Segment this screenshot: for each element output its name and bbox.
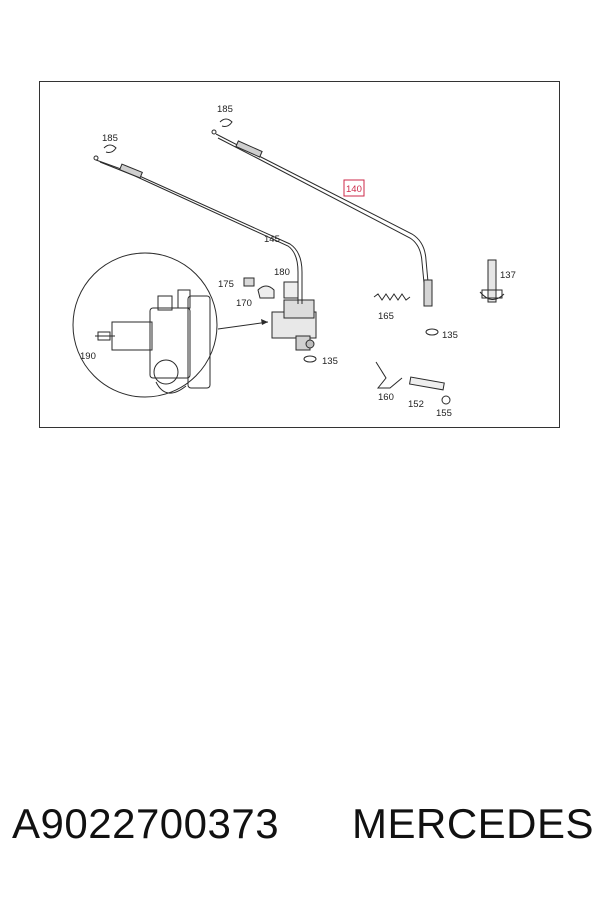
- callout-135-valve: 135: [322, 356, 338, 367]
- magnified-valve: [95, 289, 211, 394]
- bracket-170: [257, 285, 275, 299]
- rod-137: [479, 259, 505, 303]
- callout-152: 152: [408, 399, 424, 410]
- pin-152: [408, 376, 445, 391]
- bolt-175: [243, 277, 255, 287]
- lever-160: [375, 361, 403, 389]
- callout-190: 190: [80, 351, 96, 362]
- bracket-180: [283, 281, 299, 299]
- cable-140-end: [235, 140, 263, 158]
- callout-170: 170: [236, 298, 252, 309]
- parts-diagram-drawing: 185 185 140 145 137 175 180 170 165 135 …: [72, 104, 516, 419]
- callout-185-left: 185: [102, 133, 118, 144]
- clip-185-left: [93, 144, 117, 161]
- callout-180: 180: [274, 267, 290, 278]
- cable-145: [95, 159, 303, 304]
- spring-165: [373, 293, 411, 301]
- callout-165: 165: [378, 311, 394, 322]
- callout-137: 137: [500, 270, 516, 281]
- footer: A9022700373 MERCEDES: [0, 800, 600, 870]
- detail-pointer-arrow: [261, 319, 268, 325]
- brand-name: MERCEDES: [352, 800, 595, 847]
- cable-140: [215, 133, 431, 305]
- callout-155: 155: [436, 408, 452, 419]
- callout-185-right: 185: [217, 104, 233, 115]
- detail-pointer-line: [217, 321, 269, 330]
- detail-magnifier: [72, 252, 218, 398]
- parts-diagram: 185 185 140 145 137 175 180 170 165 135 …: [39, 81, 560, 428]
- callout-140-highlight: [343, 179, 365, 197]
- valve-assembly: [271, 299, 317, 351]
- callout-145: 145: [264, 234, 280, 245]
- washer-155: [441, 395, 451, 405]
- cable-145-end: [119, 163, 143, 179]
- washer-135-valve: [303, 355, 317, 363]
- washer-135-right: [425, 328, 439, 336]
- callout-135-right: 135: [442, 330, 458, 341]
- clip-185-right: [211, 118, 233, 135]
- cable-140-fitting: [423, 279, 433, 307]
- callout-140: 140: [346, 184, 362, 195]
- callout-160: 160: [378, 392, 394, 403]
- callout-175: 175: [218, 279, 234, 290]
- part-number: A9022700373: [12, 800, 280, 847]
